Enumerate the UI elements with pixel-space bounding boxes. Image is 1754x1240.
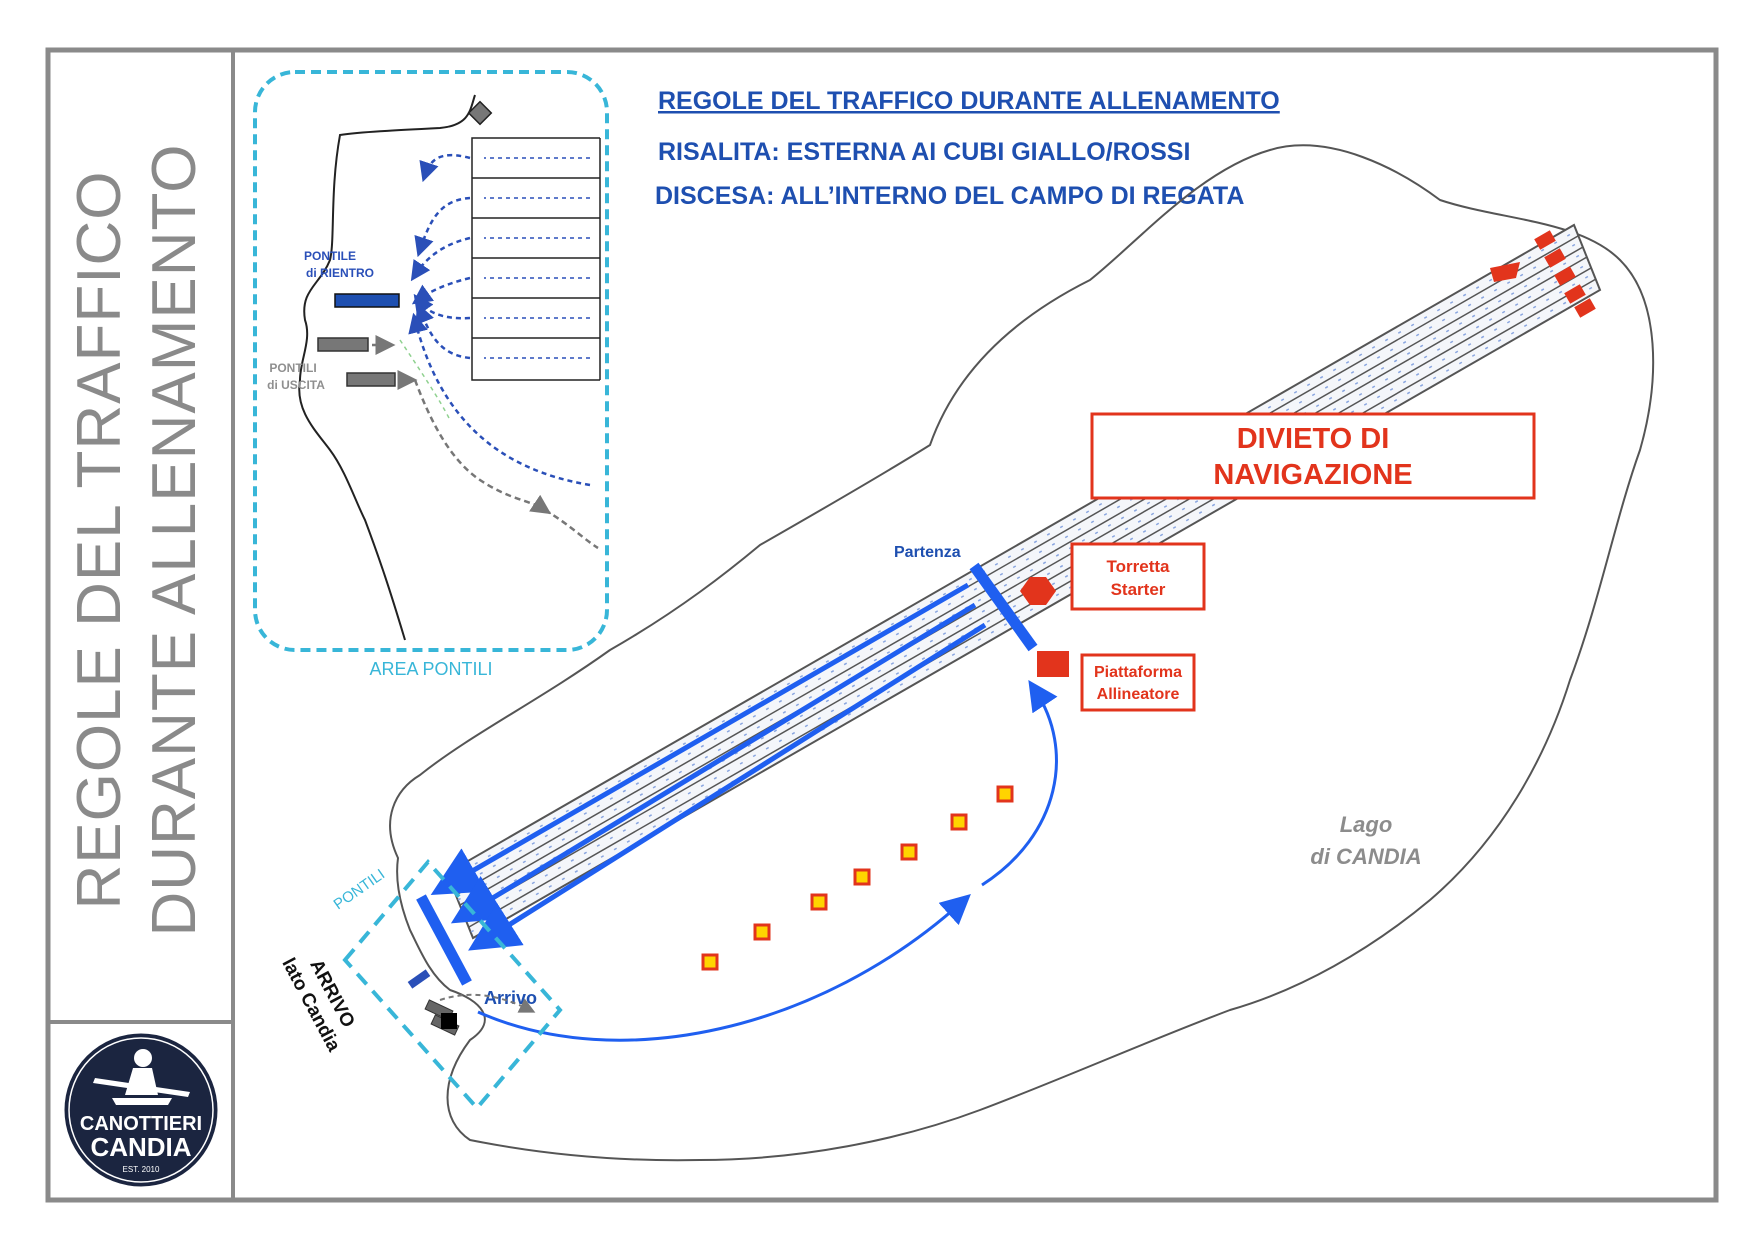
no-navigation-zone: DIVIETO DI NAVIGAZIONE	[1090, 412, 1536, 500]
return-lanes	[430, 582, 987, 951]
far-end-markers	[1490, 230, 1596, 318]
inset-area-label: AREA PONTILI	[369, 659, 492, 679]
starter-tower-line1: Torretta	[1107, 557, 1171, 576]
aligner-platform-line2: Allineatore	[1097, 686, 1180, 703]
inset-rientro-line1: PONTILE	[304, 249, 356, 263]
lake-label-line1: Lago	[1340, 812, 1393, 837]
buoy	[950, 813, 968, 831]
finish-line	[416, 894, 472, 986]
starter-tower-label: Torretta Starter	[1070, 542, 1206, 611]
logo-est: EST. 2010	[123, 1165, 160, 1174]
finish-label: Arrivo	[484, 988, 537, 1008]
inset-uscita-dock-2	[346, 372, 396, 387]
buoy	[810, 893, 828, 911]
buoy	[853, 868, 871, 886]
docks-label: PONTILI	[331, 866, 389, 913]
regatta-course	[445, 223, 1602, 940]
inset-return-paths	[408, 153, 591, 487]
inset-rientro-dock	[334, 293, 400, 308]
start-label: Partenza	[894, 544, 961, 561]
buoy	[701, 953, 719, 971]
aligner-platform-line1: Piattaforma	[1094, 664, 1182, 681]
ascent-route-arrow-upper	[981, 680, 1058, 887]
ascent-route-arrow	[477, 893, 971, 1042]
no-navigation-line2: NAVIGAZIONE	[1213, 459, 1412, 491]
starter-tower-icon	[1020, 577, 1056, 605]
buoys	[701, 785, 1014, 971]
club-logo: CANOTTIERI CANDIA EST. 2010	[61, 1030, 221, 1190]
buoy	[996, 785, 1014, 803]
lake-shoreline	[389, 144, 1655, 1162]
inset-uscita-line1: PONTILI	[269, 361, 316, 375]
starter-tower-line2: Starter	[1111, 580, 1166, 599]
sidebar-title-line2: DURANTE ALLENAMENTO	[140, 143, 209, 936]
start-line	[969, 562, 1038, 652]
page-title: REGOLE DEL TRAFFICO DURANTE ALLENAMENTO	[658, 87, 1280, 115]
inset-rientro-line2: di RIENTRO	[306, 266, 374, 280]
rower-icon	[93, 1049, 190, 1105]
docks-inset: AREA PONTILI	[253, 70, 609, 679]
sidebar-title-line1: REGOLE DEL TRAFFICO	[65, 170, 134, 909]
logo-line1: CANOTTIERI	[80, 1113, 202, 1135]
rule-discesa: DISCESA: ALL’INTERNO DEL CAMPO DI REGATA	[655, 182, 1244, 210]
inset-lane-arrows	[484, 157, 590, 359]
logo-line2: CANDIA	[90, 1132, 191, 1162]
sidebar-title: REGOLE DEL TRAFFICO DURANTE ALLENAMENTO	[65, 143, 209, 936]
inset-marker-icon	[467, 100, 493, 126]
inset-uscita-dock-1	[317, 337, 369, 352]
finish-tower-icon	[441, 1013, 457, 1029]
inset-exit-paths	[372, 335, 599, 550]
finish-side-label: ARRIVO lato Candia	[277, 955, 358, 1056]
buoy	[900, 843, 918, 861]
no-navigation-line1: DIVIETO DI	[1237, 423, 1390, 455]
lake-label-line2: di CANDIA	[1310, 844, 1421, 869]
buoy	[753, 923, 771, 941]
inset-shoreline	[298, 94, 476, 641]
outer-frame	[45, 47, 1719, 1203]
rule-risalita: RISALITA: ESTERNA AI CUBI GIALLO/ROSSI	[658, 138, 1190, 166]
aligner-platform-icon	[1037, 651, 1069, 677]
aligner-platform-label: Piattaforma Allineatore	[1080, 653, 1196, 712]
inset-lanes	[471, 137, 601, 381]
inset-uscita-line2: di USCITA	[267, 378, 325, 392]
